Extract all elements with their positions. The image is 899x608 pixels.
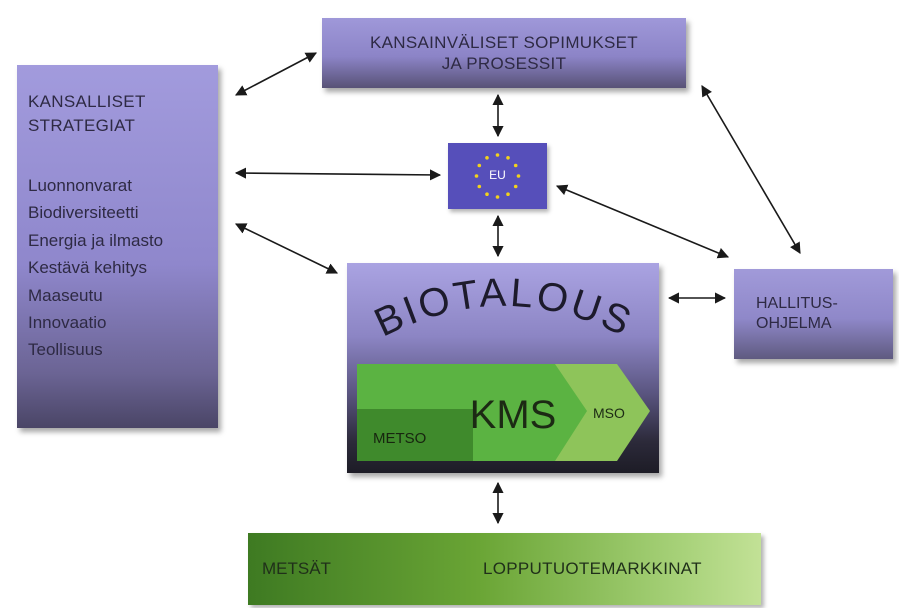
mso-chevron <box>547 364 650 461</box>
eu-star-icon <box>506 192 510 196</box>
forest-markets-bar: METSÄT LOPPUTUOTEMARKKINAT <box>248 533 761 605</box>
strategy-item: Luonnonvarat <box>28 176 132 195</box>
eu-star-icon <box>477 163 482 168</box>
bioeconomy-title: BIOTALOUS <box>368 271 640 346</box>
eu-star-icon <box>513 163 518 168</box>
eu-label: EU <box>489 168 506 182</box>
eu-flag: EU <box>448 143 547 209</box>
eu-star-icon <box>506 156 510 160</box>
arrow-national-intl <box>235 52 317 96</box>
eu-star-icon <box>485 156 489 160</box>
international-line-1: KANSAINVÄLISET SOPIMUKSET <box>370 33 638 52</box>
government-line-1: HALLITUS- <box>756 295 838 312</box>
arrow-national-bio <box>234 223 339 274</box>
eu-star-icon <box>495 153 500 157</box>
eu-stars-icon <box>474 153 521 199</box>
metso-label: METSO <box>373 430 426 447</box>
eu-star-icon <box>513 184 518 189</box>
arrow-eu-gov <box>555 184 730 259</box>
eu-star-icon <box>495 195 500 199</box>
national-strategies-list: Luonnonvarat Biodiversiteetti Energia ja… <box>28 172 163 364</box>
strategy-item: Maaseutu <box>28 285 103 305</box>
international-line-2: JA PROSESSIT <box>441 54 567 73</box>
bioeconomy-box: BIOTALOUS KMS MSO METSO <box>347 263 659 473</box>
eu-star-icon <box>474 174 479 178</box>
national-strategies-title: KANSALLISET STRATEGIAT <box>28 90 146 138</box>
national-strategies-box: KANSALLISET STRATEGIAT Luonnonvarat Biod… <box>17 65 218 428</box>
strategy-item: Energia ja ilmasto <box>28 230 164 250</box>
national-title-line-2: STRATEGIAT <box>28 116 136 135</box>
kms-label: KMS <box>470 393 557 437</box>
eu-star-icon <box>516 174 521 178</box>
mso-label: MSO <box>593 405 625 421</box>
forest-label: METSÄT <box>262 559 331 578</box>
bioeconomy-graphic: BIOTALOUS KMS MSO METSO <box>357 271 650 461</box>
national-title-line-1: KANSALLISET <box>28 92 146 111</box>
arrow-national-eu <box>234 167 442 181</box>
eu-star-icon <box>477 184 482 189</box>
strategy-item: Biodiversiteetti <box>28 203 139 223</box>
strategy-item: Teollisuus <box>28 340 103 360</box>
international-agreements-box: KANSAINVÄLISET SOPIMUKSET JA PROSESSIT <box>322 18 686 88</box>
metso-block <box>357 409 473 461</box>
arrow-intl-gov <box>701 85 801 254</box>
government-programme-box: HALLITUS- OHJELMA <box>734 269 893 359</box>
eu-star-icon <box>485 192 489 196</box>
strategy-item: Kestävä kehitys <box>28 258 148 278</box>
strategy-item: Innovaatio <box>28 313 107 333</box>
end-product-markets-label: LOPPUTUOTEMARKKINAT <box>483 559 702 578</box>
government-line-2: OHJELMA <box>756 315 832 332</box>
